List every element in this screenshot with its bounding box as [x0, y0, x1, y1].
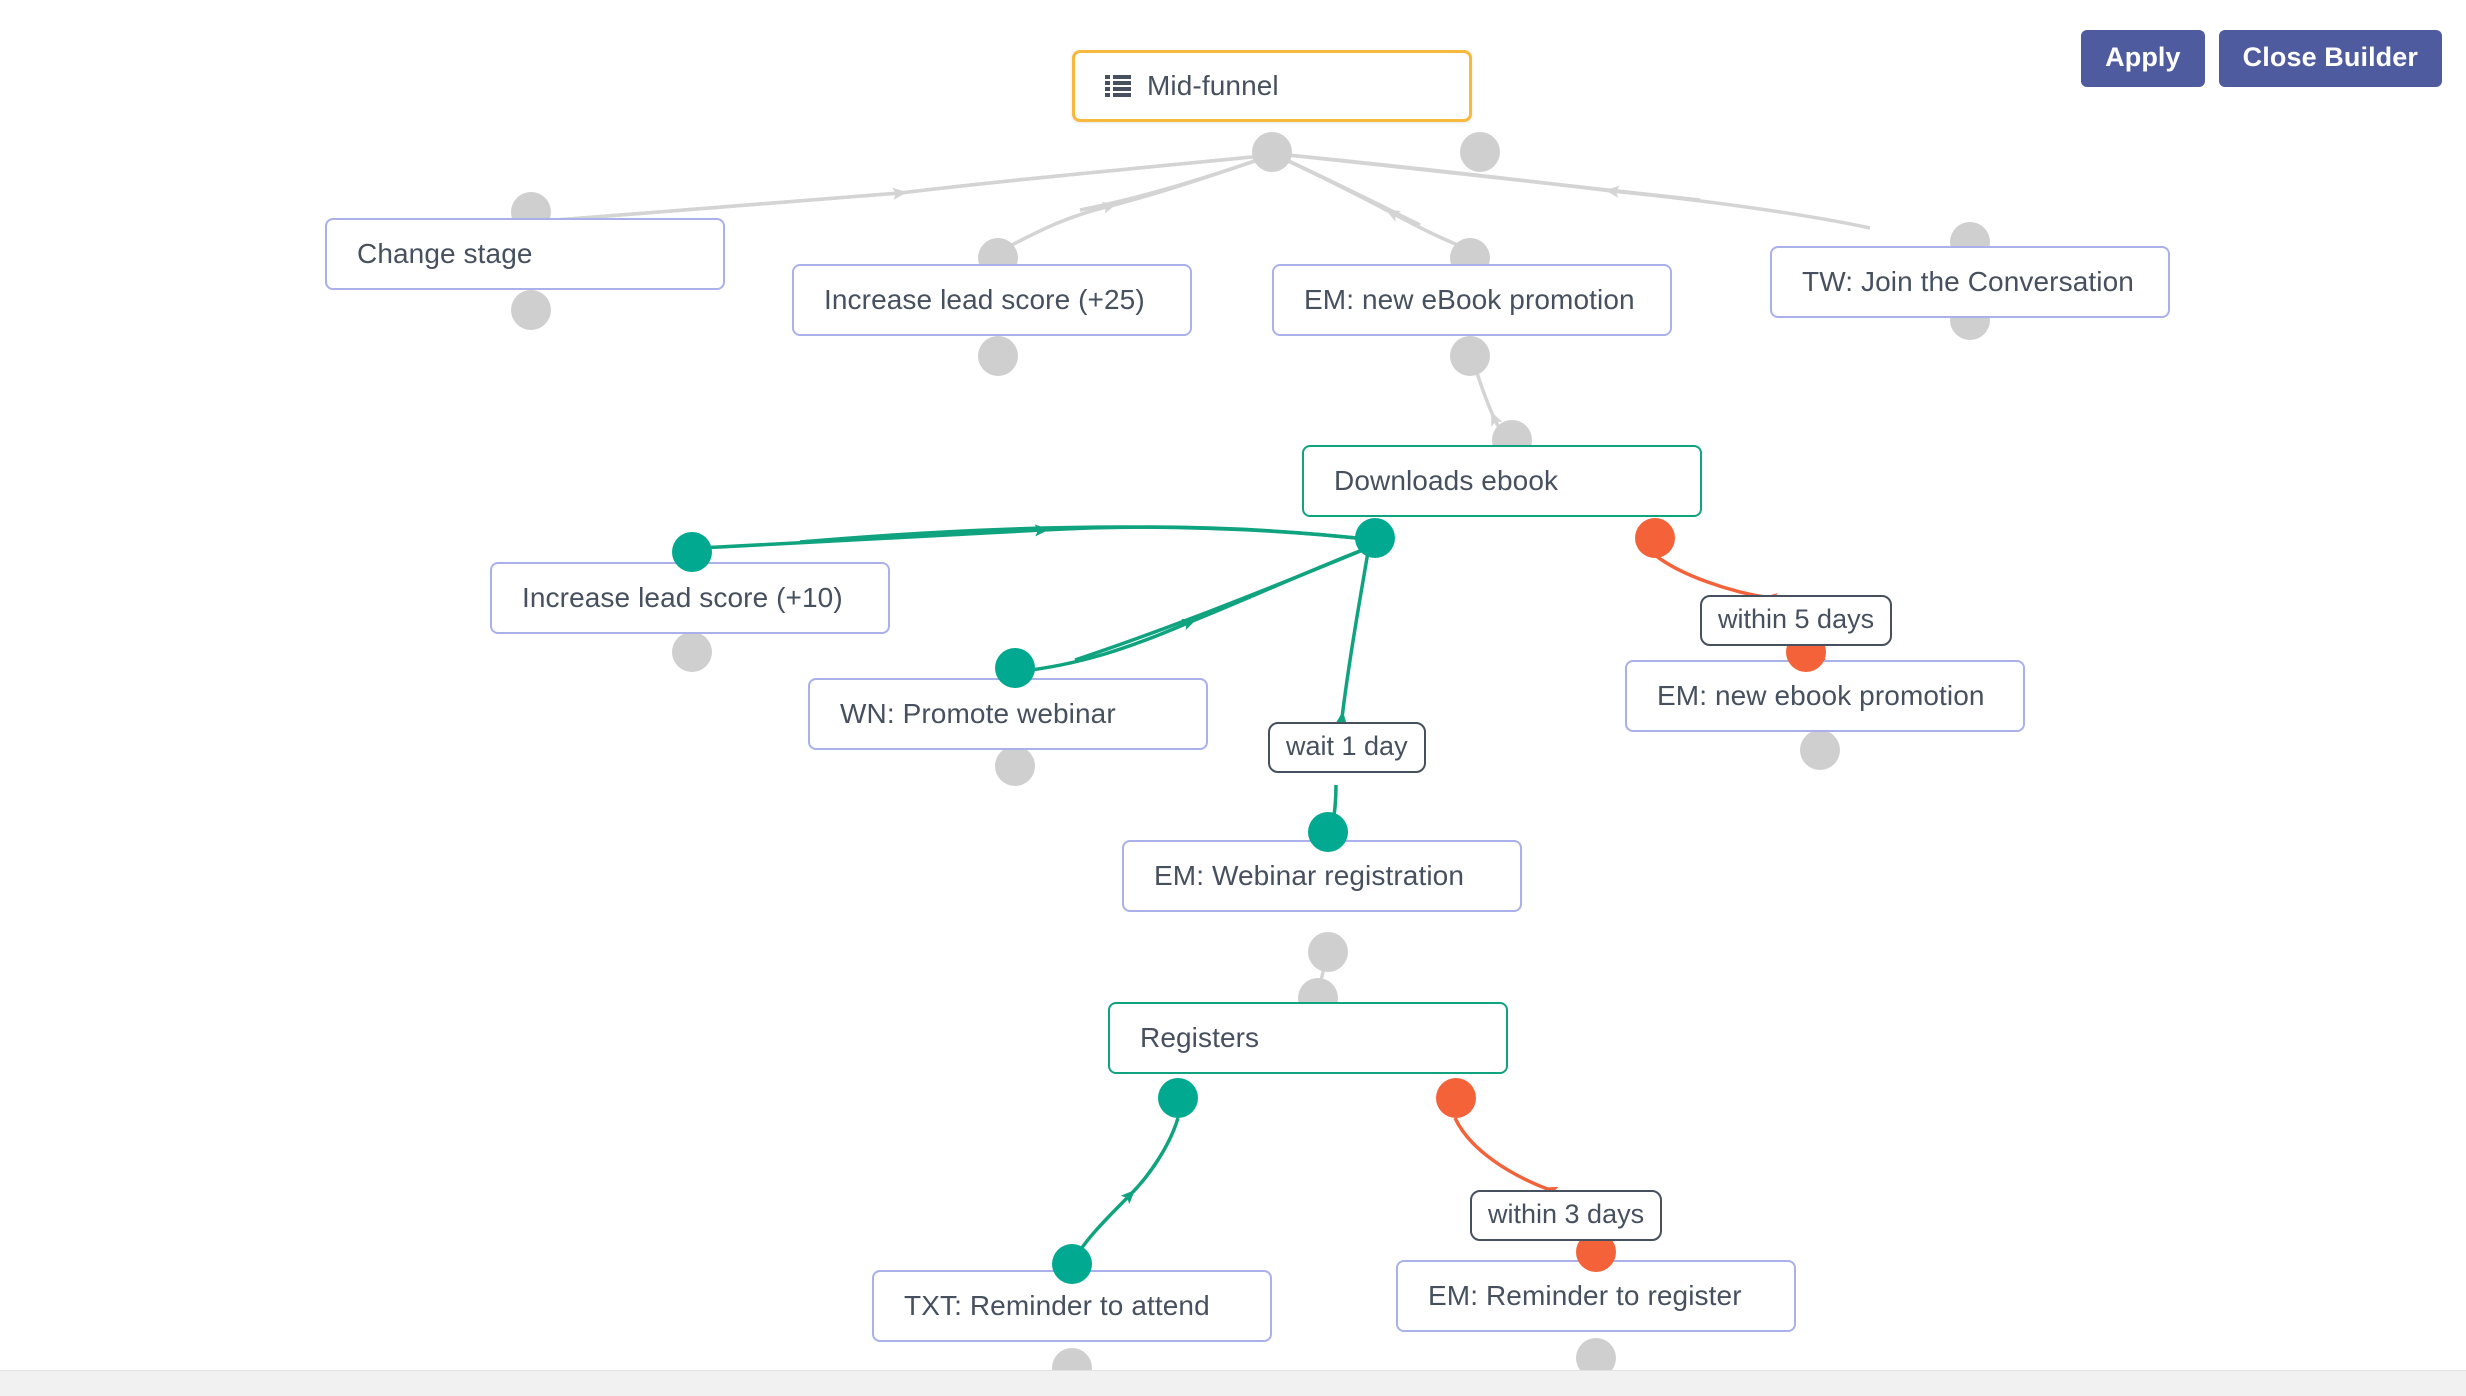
connector-dot[interactable]	[1460, 132, 1500, 172]
connector-dot[interactable]	[995, 746, 1035, 786]
node-label: Registers	[1140, 1022, 1260, 1053]
delay-pill-wait-1-day[interactable]: wait 1 day	[1268, 722, 1426, 773]
incoming-dot-increase-lead-score-10[interactable]	[672, 532, 712, 572]
node-txt-reminder-to-attend[interactable]: TXT: Reminder to attend	[872, 1270, 1272, 1342]
node-label: Downloads ebook	[1334, 465, 1559, 496]
connector-dot[interactable]	[511, 290, 551, 330]
node-em-new-ebook-promotion-2[interactable]: EM: new ebook promotion	[1625, 660, 2025, 732]
delay-pill-within-5-days[interactable]: within 5 days	[1700, 595, 1893, 646]
horizontal-scrollbar-thumb[interactable]	[4, 1376, 1764, 1391]
node-label: Mid-funnel	[1147, 70, 1279, 101]
close-builder-button[interactable]: Close Builder	[2218, 30, 2442, 87]
connector-dot[interactable]	[1800, 730, 1840, 770]
node-label: WN: Promote webinar	[840, 698, 1116, 729]
node-tw-join-the-conversation[interactable]: TW: Join the Conversation	[1770, 246, 2170, 318]
node-em-new-ebook-promotion[interactable]: EM: new eBook promotion	[1272, 264, 1672, 336]
connector-dot[interactable]	[1308, 932, 1348, 972]
no-branch-dot-downloads-ebook[interactable]	[1635, 518, 1675, 558]
node-label: Increase lead score (+25)	[824, 284, 1145, 315]
node-label: EM: Webinar registration	[1154, 860, 1465, 891]
node-label: TXT: Reminder to attend	[904, 1290, 1210, 1321]
yes-branch-dot-registers[interactable]	[1158, 1078, 1198, 1118]
yes-branch-dot-downloads-ebook[interactable]	[1355, 518, 1395, 558]
node-label: EM: Reminder to register	[1428, 1280, 1742, 1311]
node-mid-funnel[interactable]: Mid-funnel	[1072, 50, 1472, 122]
node-wn-promote-webinar[interactable]: WN: Promote webinar	[808, 678, 1208, 750]
connector-dot[interactable]	[1450, 336, 1490, 376]
node-increase-lead-score-25[interactable]: Increase lead score (+25)	[792, 264, 1192, 336]
connector-dot[interactable]	[978, 336, 1018, 376]
node-change-stage[interactable]: Change stage	[325, 218, 725, 290]
node-label: Change stage	[357, 238, 533, 269]
list-icon	[1105, 75, 1131, 97]
toolbar: Apply Close Builder	[2081, 30, 2442, 87]
horizontal-scrollbar[interactable]	[0, 1370, 2466, 1396]
connector-dot[interactable]	[1252, 132, 1292, 172]
apply-button[interactable]: Apply	[2081, 30, 2205, 87]
node-label: TW: Join the Conversation	[1802, 266, 2134, 297]
node-downloads-ebook[interactable]: Downloads ebook	[1302, 445, 1702, 517]
incoming-dot-em-webinar-registration[interactable]	[1308, 812, 1348, 852]
node-registers[interactable]: Registers	[1108, 1002, 1508, 1074]
node-label: EM: new ebook promotion	[1657, 680, 1985, 711]
node-increase-lead-score-10[interactable]: Increase lead score (+10)	[490, 562, 890, 634]
connector-dot[interactable]	[672, 632, 712, 672]
node-label: Increase lead score (+10)	[522, 582, 843, 613]
no-branch-dot-registers[interactable]	[1436, 1078, 1476, 1118]
delay-pill-within-3-days[interactable]: within 3 days	[1470, 1190, 1663, 1241]
node-label: EM: new eBook promotion	[1304, 284, 1635, 315]
incoming-dot-txt-reminder-to-attend[interactable]	[1052, 1244, 1092, 1284]
incoming-dot-wn-promote-webinar[interactable]	[995, 648, 1035, 688]
